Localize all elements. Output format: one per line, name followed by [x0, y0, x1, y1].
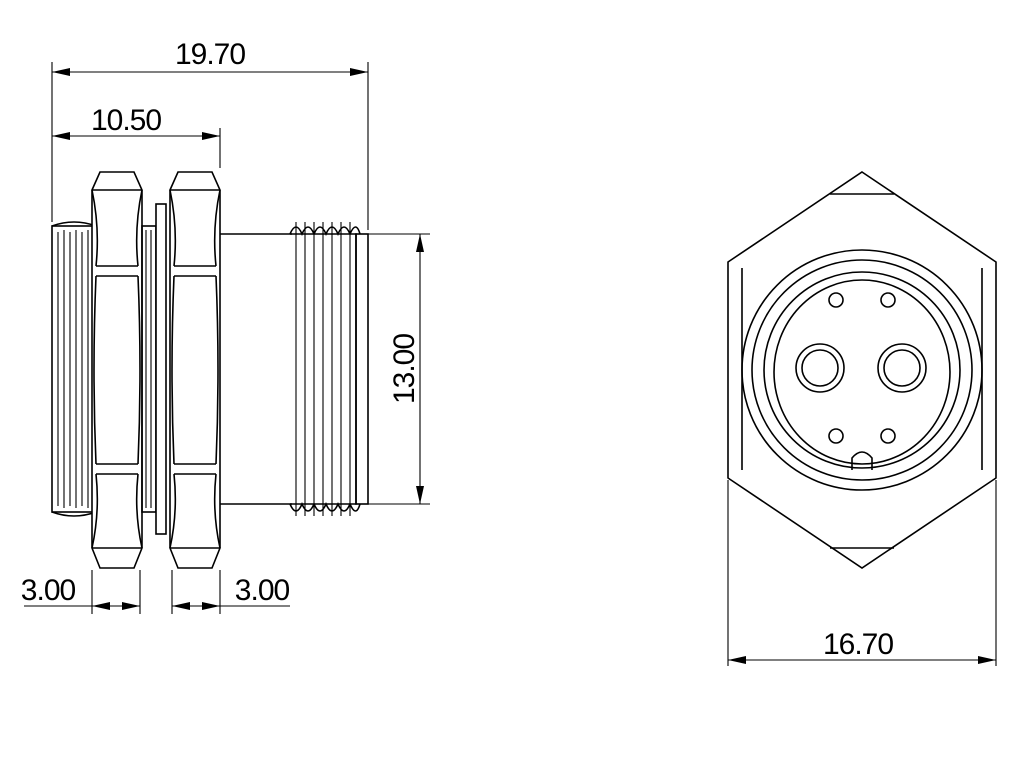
overall-length-label: 19.70 [175, 38, 245, 71]
front-view: 16.70 [727, 171, 997, 666]
thread-diameter-label: 13.00 [388, 334, 421, 404]
hex-width-label: 16.70 [823, 628, 893, 661]
insert-face [773, 279, 951, 465]
contact-small-br [880, 428, 896, 444]
front-hex-outline [727, 171, 997, 569]
right-hex-nut [169, 171, 221, 569]
middle-ring [751, 259, 973, 481]
dim-overall-length: 19.70 [51, 38, 369, 230]
keying-notch [851, 451, 873, 470]
washer [155, 203, 167, 535]
inner-ring [763, 271, 961, 469]
dim-nut-span: 10.50 [52, 104, 221, 168]
contact-small-tr [880, 292, 896, 308]
outer-ring [741, 249, 983, 491]
right-nut-width-label: 3.00 [235, 574, 290, 607]
contact-large-right [877, 343, 927, 393]
nut-span-label: 10.50 [91, 104, 161, 137]
left-hex-nut [91, 171, 143, 569]
connector-body [220, 222, 369, 516]
contact-large-left [795, 343, 845, 393]
dim-hex-width: 16.70 [727, 480, 997, 666]
dim-thread-diameter: 13.00 [368, 233, 430, 505]
left-thread [51, 221, 97, 517]
contact-small-bl [828, 428, 844, 444]
left-nut-width-label: 3.00 [21, 574, 76, 607]
dim-left-nut-width: 3.00 [21, 570, 141, 614]
dim-right-nut-width: 3.00 [171, 570, 291, 614]
contact-small-tl [828, 292, 844, 308]
side-view: 19.70 10.50 13.00 3.00 [21, 38, 430, 614]
mid-thread [141, 225, 157, 513]
